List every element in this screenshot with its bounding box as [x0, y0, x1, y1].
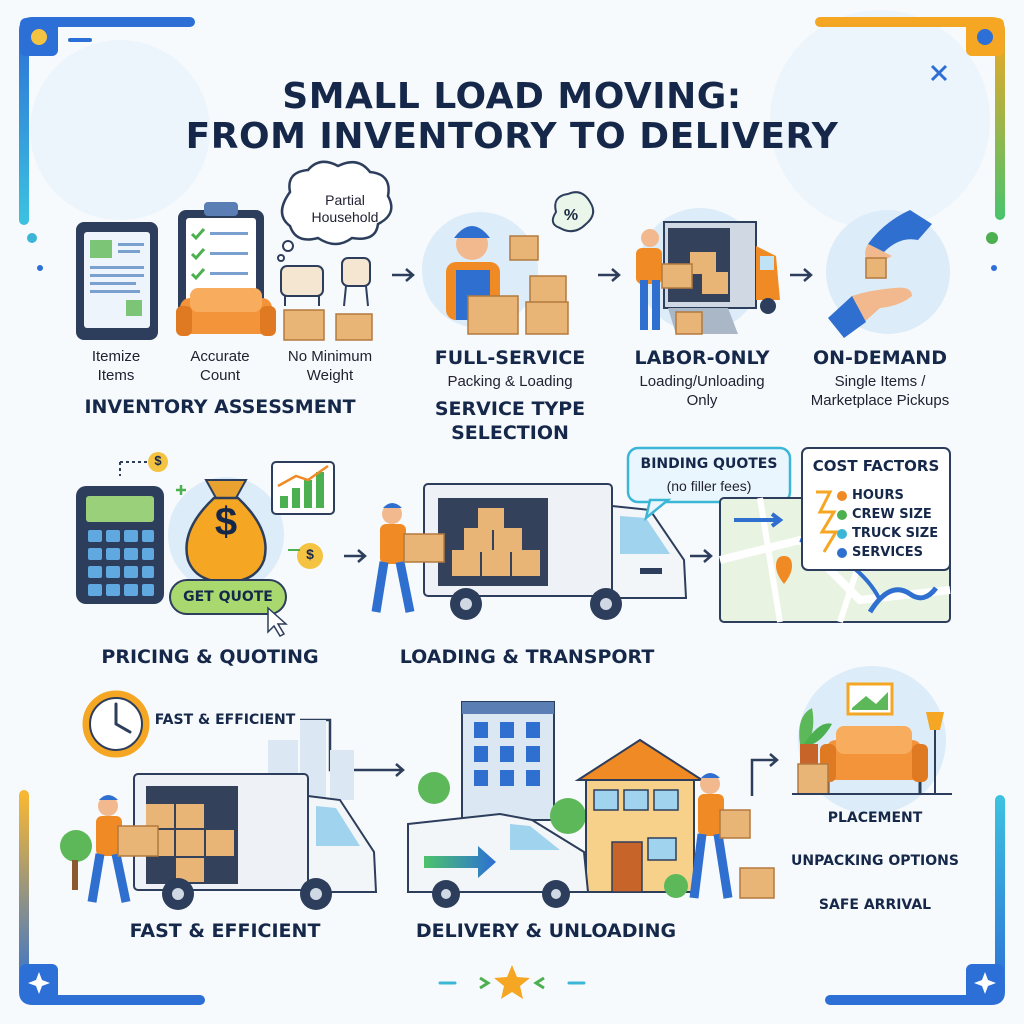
page-title-line2: FROM INVENTORY TO DELIVERY: [185, 116, 839, 157]
labor-only-desc-line2: Only: [686, 392, 718, 409]
service-type-heading-line1: SERVICE TYPE: [434, 398, 586, 420]
service-type-heading-line2: SELECTION: [451, 422, 569, 444]
fast-efficient-heading: FAST & EFFICIENT: [129, 920, 321, 942]
labor-truck-illustration: [636, 208, 780, 335]
pricing-quoting-heading: PRICING & QUOTING: [101, 646, 319, 668]
sofa-icon: [176, 288, 276, 336]
cost-factor-crew-size: CREW SIZE: [852, 507, 932, 522]
no-minimum-label-line2: Weight: [306, 367, 354, 384]
flow-arrow: [750, 753, 779, 796]
handoff-hands-illustration: [826, 210, 950, 338]
cost-factors-card: [801, 447, 951, 571]
full-service-title: FULL-SERVICE: [434, 347, 586, 369]
thought-bubble: [277, 160, 393, 262]
unpacking-options-label: UNPACKING OPTIONS: [791, 853, 959, 869]
chairs-and-boxes: [280, 257, 373, 341]
growth-chart-card-icon: [271, 461, 335, 515]
frame-corner-top-right: [815, 17, 1005, 220]
frame-corner-top-left: [19, 17, 195, 225]
accurate-count-label-line1: Accurate: [190, 348, 250, 365]
cost-factor-hours: HOURS: [852, 488, 904, 503]
itemize-label-line1: Itemize: [91, 348, 141, 365]
get-quote-button-shape: [169, 579, 288, 637]
cost-factor-truck-size: TRUCK SIZE: [852, 526, 939, 541]
page-title-line1: SMALL LOAD MOVING:: [282, 76, 742, 117]
loading-transport-heading: LOADING & TRANSPORT: [399, 646, 655, 668]
labor-only-desc-line1: Loading/Unloading: [639, 373, 765, 390]
full-service-desc: Packing & Loading: [447, 373, 573, 390]
packing-worker-illustration: [422, 191, 595, 335]
no-minimum-label-line1: No Minimum: [287, 348, 373, 365]
decorative-dots: [27, 232, 998, 271]
bubble-text-line2: Household: [311, 209, 379, 225]
percent-badge: %: [563, 207, 579, 224]
flow-arrow: [690, 549, 713, 563]
accurate-count-label-line2: Count: [199, 367, 241, 384]
money-bag-dollar: $: [214, 500, 238, 544]
bubble-text-line1: Partial: [325, 192, 365, 208]
tablet-icon: [76, 222, 158, 340]
clock-icon: [82, 690, 150, 758]
fast-efficient-label: FAST & EFFICIENT: [154, 712, 296, 728]
itemize-label-line2: Items: [97, 367, 135, 384]
flow-arrow: [344, 549, 367, 563]
calculator-icon: [76, 452, 186, 604]
binding-quotes-title: BINDING QUOTES: [640, 456, 778, 472]
get-quote-button[interactable]: GET QUOTE: [183, 589, 273, 605]
delivery-unloading-heading: DELIVERY & UNLOADING: [415, 920, 677, 942]
binding-quotes-bubble: [626, 446, 792, 522]
flow-arrows-row1: [392, 268, 813, 282]
star-ornament: [438, 965, 586, 999]
placement-label: PLACEMENT: [827, 810, 923, 826]
coin-dollar-1: $: [154, 453, 162, 468]
cost-factor-services: SERVICES: [852, 545, 923, 560]
binding-quotes-subtitle: (no filler fees): [666, 478, 752, 494]
frame-corner-bottom-right: [825, 795, 1005, 1005]
on-demand-title: ON-DEMAND: [813, 347, 947, 369]
fast-truck-illustration: [60, 773, 378, 910]
coin-dollar-2: $: [306, 546, 314, 562]
living-room-illustration: [792, 666, 952, 814]
safe-arrival-label: SAFE ARRIVAL: [818, 897, 932, 913]
frame-corner-bottom-left: [19, 790, 205, 1005]
on-demand-desc-line1: Single Items /: [834, 373, 926, 390]
money-bag-icon: [168, 477, 323, 593]
delivery-scene-illustration: [407, 701, 775, 908]
loading-truck-illustration: [371, 483, 688, 620]
cost-factors-title: COST FACTORS: [812, 457, 940, 475]
labor-only-title: LABOR-ONLY: [634, 347, 770, 369]
on-demand-desc-line2: Marketplace Pickups: [810, 392, 950, 409]
inventory-assessment-heading: INVENTORY ASSESSMENT: [84, 396, 356, 418]
